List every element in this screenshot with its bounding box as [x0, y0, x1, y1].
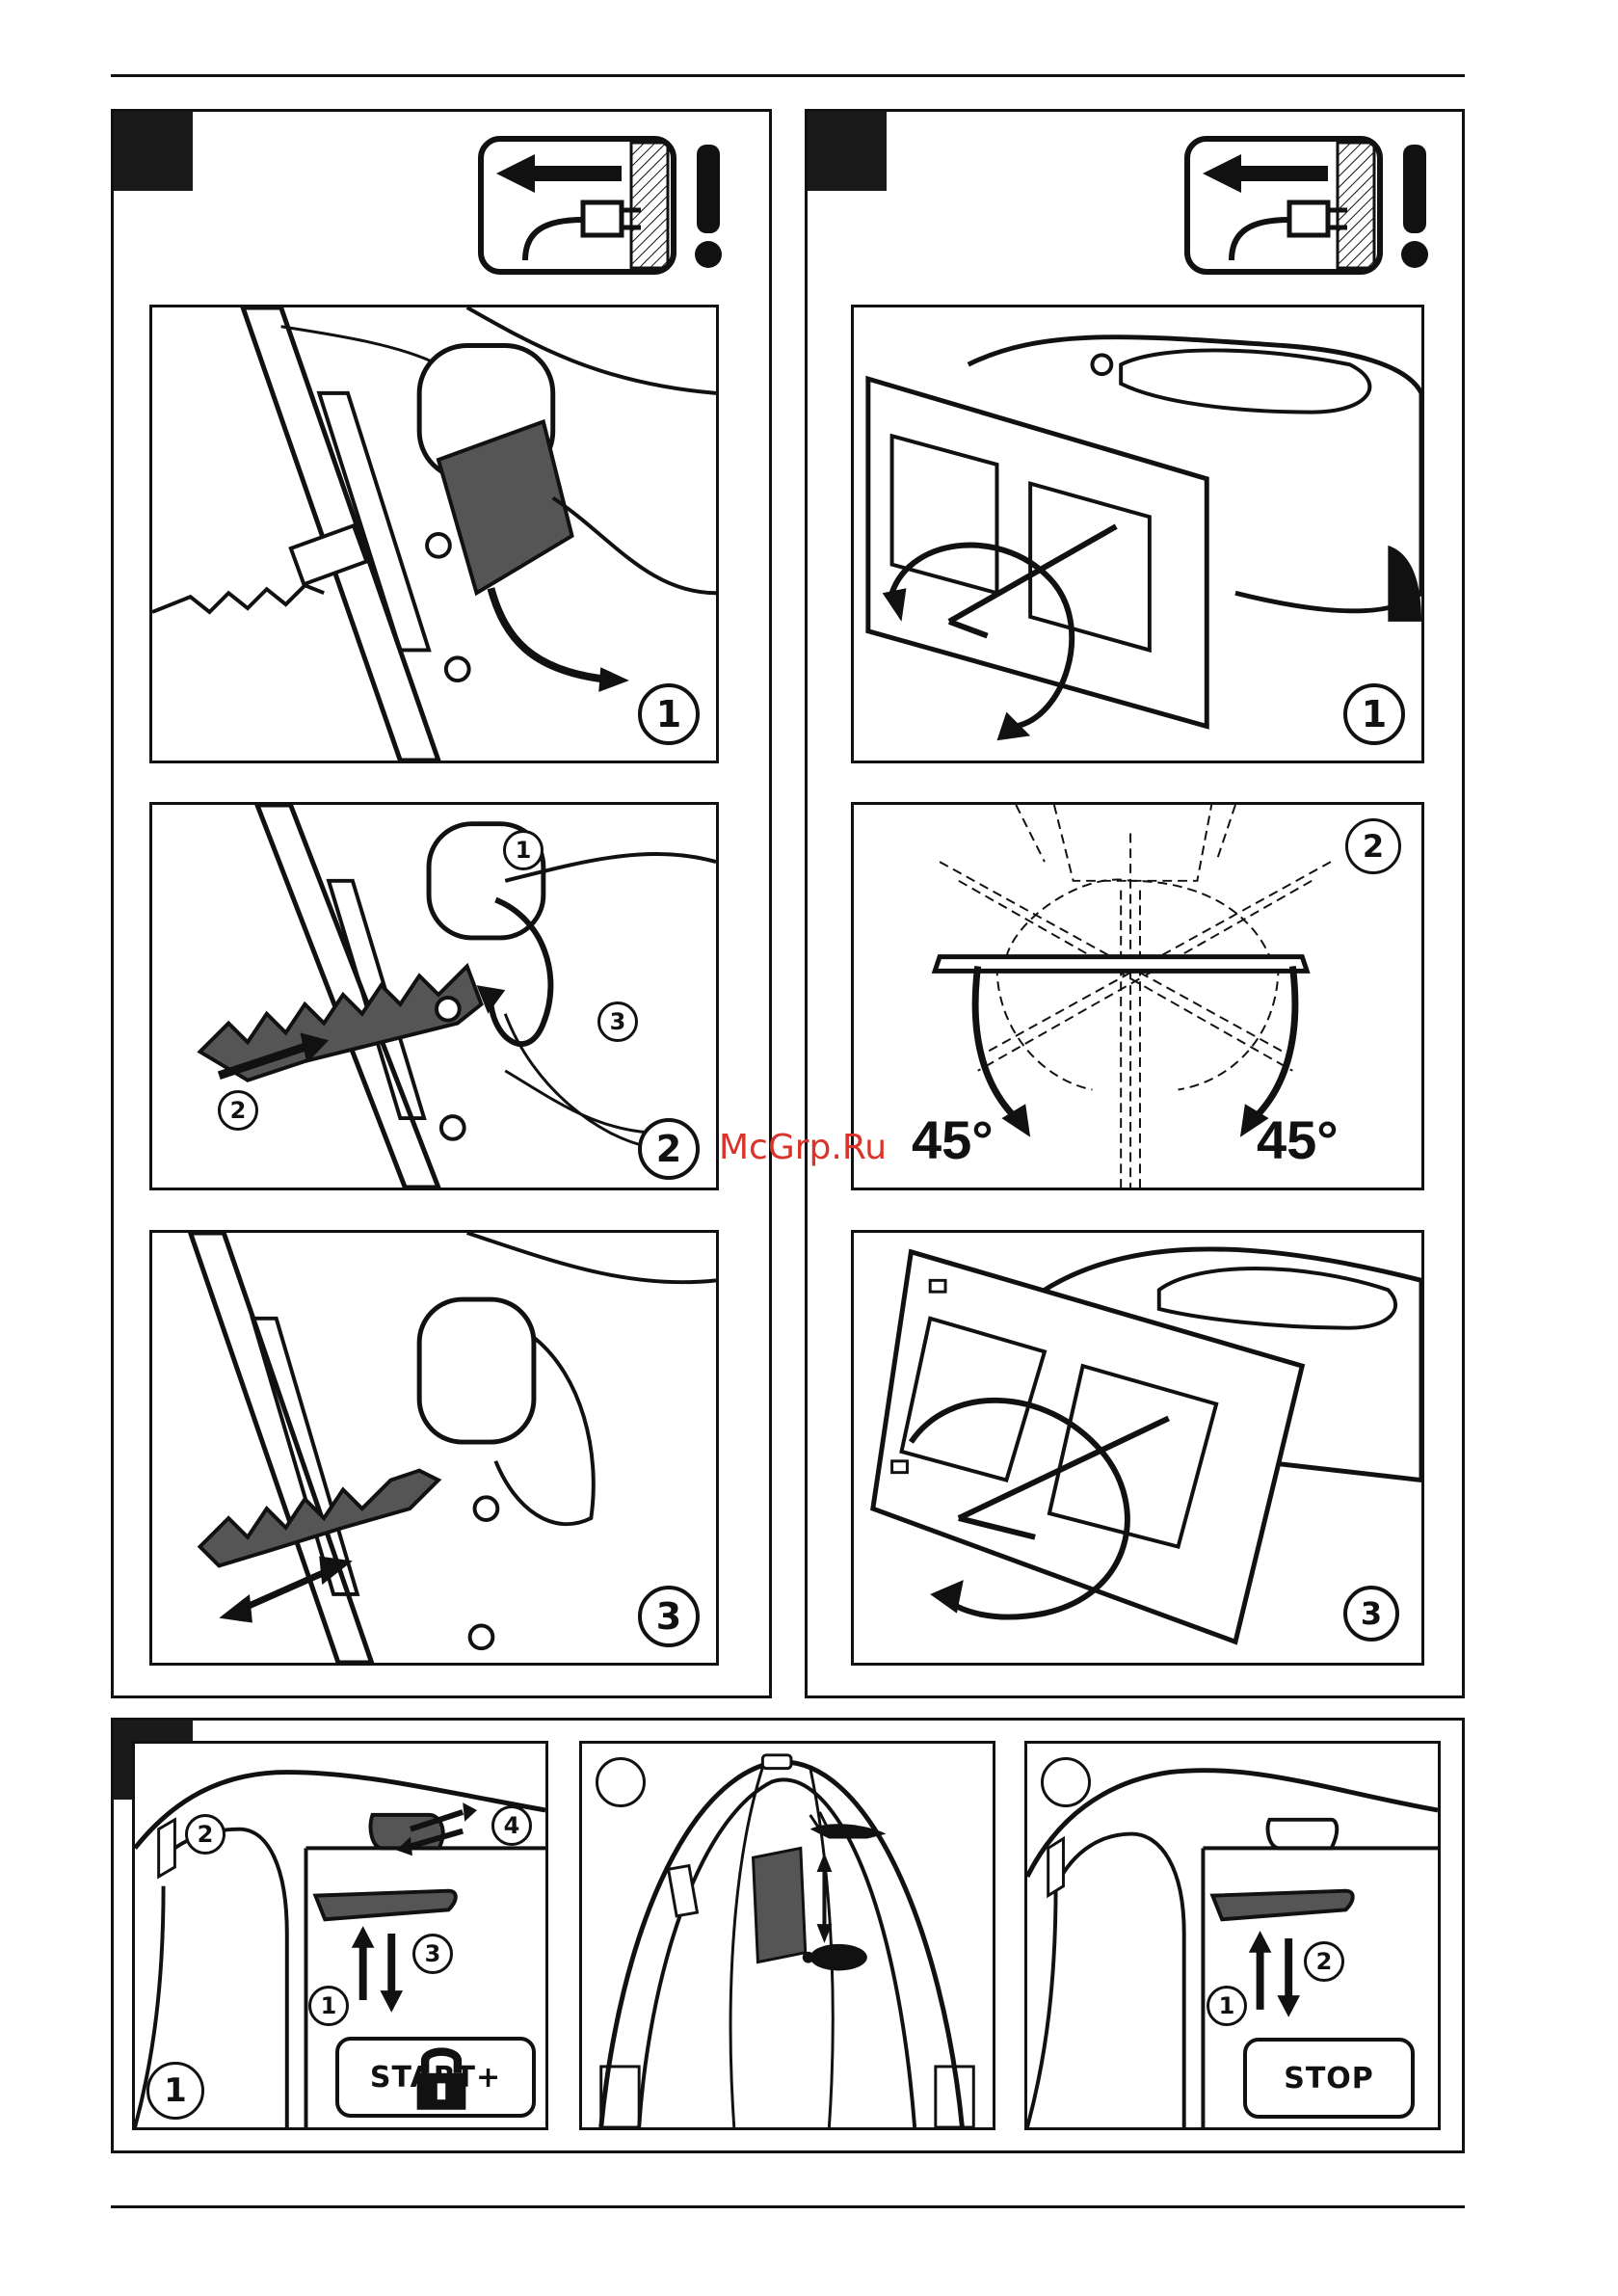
- top-rule: [111, 74, 1465, 77]
- callout-2: 2: [218, 1090, 258, 1131]
- figure-a3: 3: [149, 1230, 719, 1666]
- step-badge-empty: [596, 1757, 646, 1807]
- stop-label: STOP: [1243, 2038, 1415, 2119]
- stop-text: STOP: [1284, 2062, 1374, 2096]
- start-lock-label: START+: [335, 2037, 536, 2118]
- callout-1: 1: [1207, 1986, 1247, 2026]
- step-badge: 2: [638, 1118, 700, 1180]
- step-badge: 1: [1343, 683, 1405, 745]
- figure-c2: [579, 1741, 995, 2130]
- figure-b1: 1: [851, 305, 1424, 763]
- callout-3: 3: [412, 1934, 453, 1974]
- figure-b2: 2 45° 45°: [851, 802, 1424, 1190]
- step-badge-small: 1: [146, 2062, 204, 2120]
- section-a-tab: [114, 112, 193, 191]
- callout-1: 1: [308, 1986, 349, 2026]
- angle-right: 45°: [1257, 1108, 1339, 1171]
- callout-2: 2: [185, 1814, 225, 1855]
- unplug-warning-icon: [1183, 135, 1444, 276]
- callout-3: 3: [597, 1001, 638, 1042]
- step-badge: 3: [638, 1586, 700, 1647]
- figure-c3: 2 1 STOP: [1024, 1741, 1441, 2130]
- watermark: McGrp.Ru: [719, 1128, 887, 1167]
- figure-c1: 2 4 3 1 1 START+: [132, 1741, 548, 2130]
- figure-a2: 1 2 3 2: [149, 802, 719, 1190]
- lock-icon: [345, 2041, 538, 2114]
- step-badge: 3: [1343, 1586, 1399, 1642]
- step-badge: 1: [638, 683, 700, 745]
- callout-1: 1: [503, 830, 544, 870]
- section-b-tab: [808, 112, 887, 191]
- callout-4: 4: [491, 1805, 532, 1846]
- figure-a1: 1: [149, 305, 719, 763]
- callout-2: 2: [1304, 1941, 1344, 1982]
- unplug-warning-icon: [477, 135, 737, 276]
- step-badge-empty: [1041, 1757, 1091, 1807]
- figure-b3: 3: [851, 1230, 1424, 1666]
- angle-left: 45°: [912, 1108, 994, 1171]
- bottom-rule: [111, 2205, 1465, 2208]
- step-badge-small: 2: [1345, 818, 1401, 874]
